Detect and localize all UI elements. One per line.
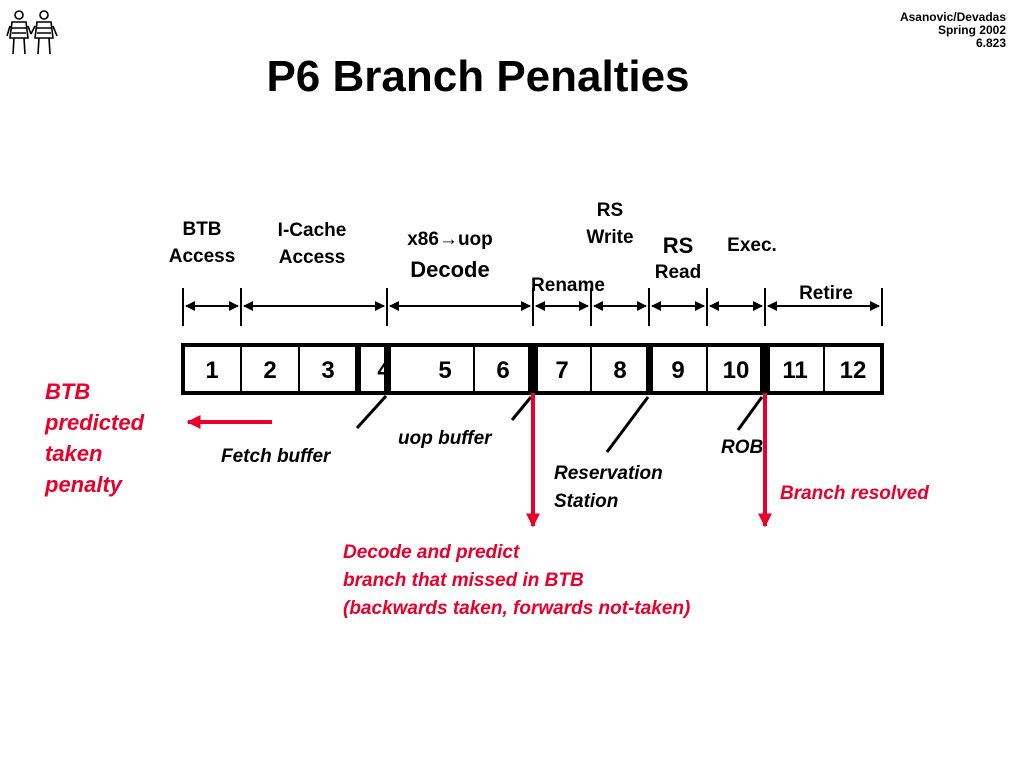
stage-cell: 12: [840, 357, 867, 384]
buffer-pointers: [355, 394, 764, 453]
stage-cell: 3: [321, 357, 334, 384]
reservation-station-label: Reservation Station: [554, 463, 663, 512]
rs-write-label: RS Write: [586, 200, 634, 248]
stage-cell: 5: [438, 357, 451, 384]
retire-label: Retire: [799, 283, 853, 304]
fetch-buffer-label: Fetch buffer: [221, 446, 331, 467]
header-author: Asanovic/Devadas: [899, 10, 1006, 24]
rename-label: Rename: [531, 275, 605, 296]
red-arrows: [186, 393, 772, 528]
decode-predict-annotation: Decode and predict branch that missed in…: [343, 542, 691, 619]
stage-cell: 2: [263, 357, 276, 384]
right-arrow-icon: →: [438, 229, 458, 250]
page-title: P6 Branch Penalties: [266, 52, 690, 101]
fetch-buffer-pointer: [355, 394, 388, 430]
rob-bar: [760, 345, 770, 393]
icache-access-label: I-Cache Access: [277, 220, 347, 268]
uop-buffer-label: uop buffer: [398, 428, 492, 449]
stage-cell: 1: [205, 357, 218, 384]
header-term: Spring 2002: [937, 23, 1006, 37]
exec-label: Exec.: [727, 235, 777, 256]
stage-cell: 6: [496, 357, 509, 384]
uop-buffer-pointer: [510, 396, 533, 421]
branch-resolved-annotation: Branch resolved: [780, 483, 929, 504]
mit-logo-icon: [6, 10, 58, 55]
stage-cell: 9: [671, 357, 684, 384]
reservation-station-pointer: [605, 396, 650, 453]
header-info: Asanovic/Devadas Spring 2002 6.823: [900, 11, 1006, 50]
decode-label: x86→uop Decode: [407, 229, 493, 282]
stage-ticks: [182, 288, 883, 326]
header-course: 6.823: [975, 36, 1006, 50]
stage-cell: 7: [555, 357, 568, 384]
btb-penalty-annotation: BTB predicted taken penalty: [45, 379, 145, 497]
reservation-station-bar: [646, 345, 653, 393]
rob-pointer: [736, 396, 764, 431]
fetch-buffer-bar: [384, 345, 391, 393]
stage-boundary-bar: [355, 345, 361, 393]
stage-cell: 8: [613, 357, 626, 384]
stage-cell: 10: [723, 357, 750, 384]
stage-cell: 11: [782, 357, 807, 384]
pipeline-stages: 1 2 3 4 5 6 7 8 9 10 11 12: [181, 343, 884, 395]
uop-buffer-bar: [528, 345, 538, 393]
stage-cell: 4: [377, 357, 391, 384]
rs-read-label: RS Read: [654, 233, 702, 283]
btb-access-label: BTB Access: [168, 219, 236, 267]
rob-label: ROB: [721, 437, 764, 458]
